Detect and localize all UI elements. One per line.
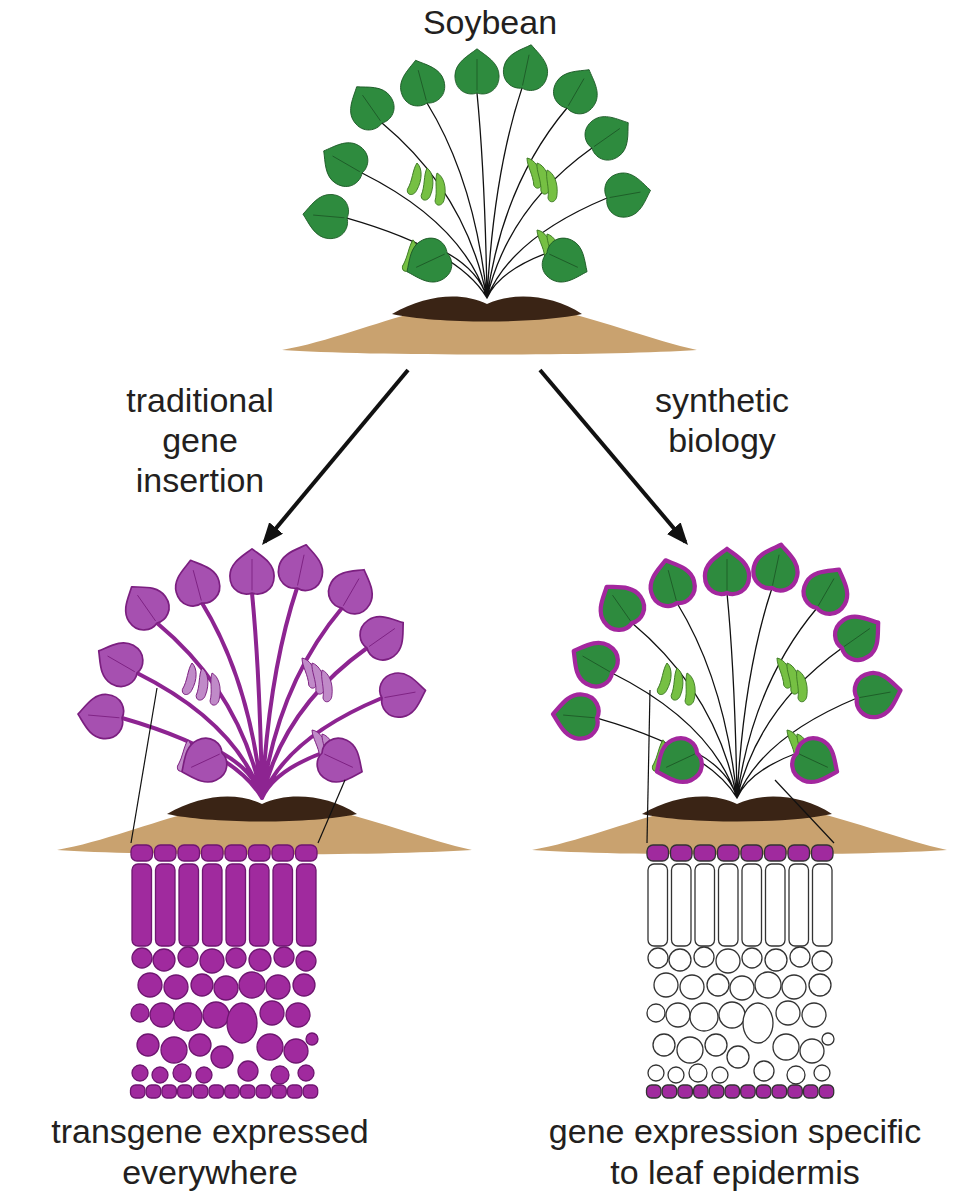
plant-node: gene expression specific to leaf epiderm… xyxy=(545,545,925,1195)
plant-node: Soybean xyxy=(280,0,700,362)
leader-line xyxy=(131,688,157,843)
plant-node: transgene expressed everywhere xyxy=(10,545,410,1195)
synthetic-plant xyxy=(551,540,904,798)
arrow-connector xyxy=(265,370,408,542)
leader-line xyxy=(775,780,834,843)
edge-label: synthetic biology xyxy=(612,380,832,460)
transgenic-plant xyxy=(76,540,429,798)
node-label: gene expression specific to leaf epiderm… xyxy=(545,1111,925,1193)
soil-mound xyxy=(282,297,697,355)
leader-line xyxy=(318,780,345,843)
leaf-cross-section xyxy=(131,845,319,1098)
original-plant xyxy=(301,40,654,298)
soil-mound xyxy=(532,797,947,855)
node-label: Soybean xyxy=(280,2,700,43)
edge-label: traditional gene insertion xyxy=(95,380,305,500)
node-label: transgene expressed everywhere xyxy=(10,1111,410,1193)
leaf-cross-section xyxy=(647,845,835,1098)
leader-line xyxy=(647,690,650,843)
